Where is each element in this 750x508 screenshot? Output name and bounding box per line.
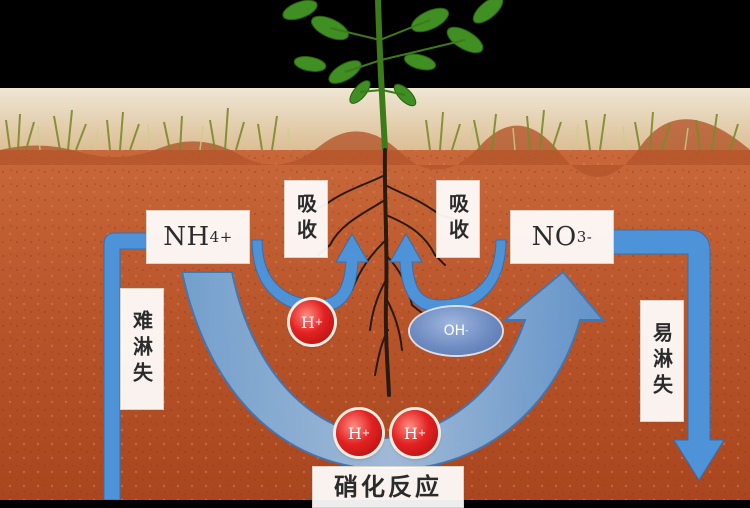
h-ion-symbol: H (347, 423, 362, 443)
h-ion-charge: + (314, 316, 324, 328)
leach-hard-label: 难淋失 (120, 288, 164, 410)
plant-stem (375, 0, 388, 151)
ammonium-subscript: 4 (209, 228, 220, 246)
nitrification-label: 硝化反应 (312, 466, 464, 508)
absorb-right-arrow (389, 232, 507, 313)
oh-ion-symbol: OH (443, 323, 466, 339)
leach-right-arrow (611, 229, 725, 481)
grass-light (37, 123, 689, 151)
nitrate-charge: - (586, 228, 593, 246)
h-ion-bubble: H+ (290, 300, 334, 344)
soil-edge (0, 119, 750, 178)
plant-branches (329, 19, 466, 96)
h-ion-bubble: H+ (392, 410, 438, 456)
leach-left-arrow (103, 232, 151, 500)
absorb-right-label: 吸收 (436, 180, 480, 258)
nitrification-arrow (180, 270, 606, 472)
sky (0, 0, 750, 88)
h-ion-symbol: H (300, 312, 315, 332)
nitrate-symbol: NO (531, 222, 577, 252)
absorb-left-arrow (251, 232, 369, 313)
grass (5, 107, 739, 151)
oh-ion-bubble: OH- (410, 307, 502, 355)
h-ion-symbol: H (403, 423, 418, 443)
leach-easy-label: 易淋失 (640, 300, 684, 422)
absorb-left-label: 吸收 (284, 180, 328, 258)
h-ion-bubble: H+ (336, 410, 382, 456)
oh-ion-charge: - (465, 326, 469, 336)
h-ion-charge: + (417, 427, 427, 439)
h-ion-charge: + (361, 427, 371, 439)
ammonium-symbol: NH (163, 222, 210, 252)
ammonium-charge: + (219, 228, 233, 246)
nitrate-subscript: 3 (576, 228, 587, 246)
